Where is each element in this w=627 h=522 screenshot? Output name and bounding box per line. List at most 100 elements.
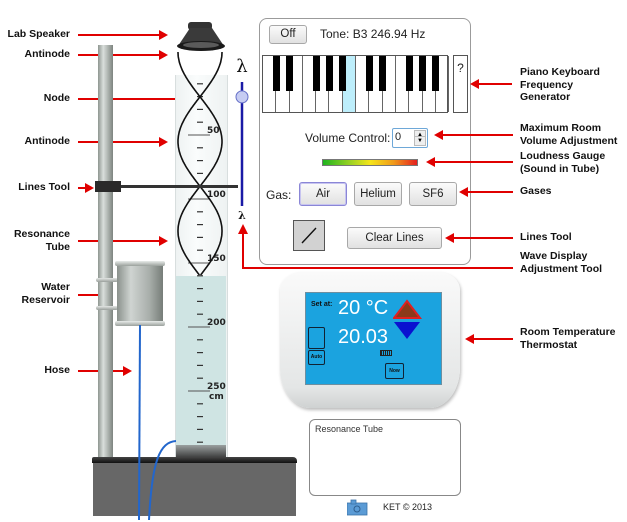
- black-key-D#[interactable]: [286, 56, 294, 91]
- label-line: Piano Keyboard: [520, 66, 600, 78]
- clear-lines-button[interactable]: Clear Lines: [347, 227, 442, 249]
- wave-slider-knob[interactable]: [235, 90, 249, 104]
- white-key-E[interactable]: [290, 56, 303, 112]
- scale-label: 200: [207, 318, 226, 328]
- now-button[interactable]: Now: [385, 363, 404, 379]
- arrow-loudness: [426, 157, 513, 167]
- tone-readout: Tone: B3 246.94 Hz: [320, 27, 426, 41]
- water-reservoir[interactable]: [115, 261, 165, 326]
- temp-up-icon[interactable]: [393, 299, 423, 319]
- label-line: Frequency: [520, 78, 574, 91]
- label-line: Reservoir: [21, 293, 70, 306]
- black-key-G#[interactable]: [326, 56, 333, 91]
- reservoir-clamp: [96, 306, 118, 310]
- label-line: Maximum Room: [520, 122, 602, 134]
- line-tool-icon: [301, 227, 317, 244]
- scale-label: 50: [207, 126, 220, 136]
- copyright: KET © 2013: [383, 502, 432, 512]
- white-key-E[interactable]: [383, 56, 396, 112]
- label-lab-speaker: Lab Speaker: [7, 28, 70, 40]
- black-key-G#[interactable]: [419, 56, 427, 91]
- lambda-bottom-symbol: λ: [238, 209, 246, 222]
- label-line: Loudness Gauge: [520, 150, 606, 162]
- label-lines-tool-left: Lines Tool: [18, 181, 70, 193]
- arrow-piano: [470, 79, 512, 89]
- label-line: Adjustment Tool: [520, 262, 603, 275]
- help-button[interactable]: ?: [453, 55, 468, 113]
- label-lines-tool-right: Lines Tool: [520, 231, 572, 243]
- white-key-B[interactable]: [436, 56, 450, 112]
- label-antinode-mid: Antinode: [24, 135, 71, 147]
- gas-air-button[interactable]: Air: [299, 182, 347, 206]
- mode-auto-button[interactable]: Auto: [308, 350, 325, 365]
- standing-wave-curve: [177, 52, 223, 276]
- black-key-D#[interactable]: [379, 56, 387, 91]
- battery-icon: [380, 350, 392, 356]
- spinner-down-icon[interactable]: ▼: [414, 136, 426, 146]
- drawn-line[interactable]: [120, 185, 238, 188]
- arrow-resonance-tube: [78, 236, 168, 246]
- line-draw-tool-button[interactable]: [293, 220, 325, 251]
- lines-tool-handle[interactable]: [95, 181, 121, 192]
- arrow-lines-tool-right: [445, 233, 513, 243]
- volume-label: Volume Control:: [305, 131, 391, 145]
- current-temperature: 20.03: [338, 326, 389, 348]
- arrow-thermostat: [465, 334, 513, 344]
- black-key-C#[interactable]: [272, 56, 280, 91]
- hose: [138, 324, 141, 521]
- temp-arrows: [393, 299, 423, 339]
- reservoir-clamp: [96, 278, 118, 282]
- set-at-label: Set at:: [311, 301, 333, 308]
- label-antinode-top: Antinode: [24, 48, 71, 60]
- temp-down-icon[interactable]: [394, 322, 420, 339]
- label-line: Room Temperature: [520, 326, 616, 338]
- standing-wave-curve: [177, 52, 223, 276]
- arrow-head: [238, 224, 248, 234]
- black-key-C#[interactable]: [365, 56, 373, 91]
- label-loudness: Loudness Gauge(Sound in Tube): [520, 150, 605, 175]
- label-gases: Gases: [520, 185, 552, 197]
- label-line: Water: [41, 281, 70, 293]
- volume-value: 0: [395, 131, 402, 143]
- piano-keyboard[interactable]: [262, 55, 450, 113]
- black-key-F#[interactable]: [405, 56, 413, 91]
- black-key-A#[interactable]: [432, 56, 440, 91]
- arrow-gases: [459, 187, 513, 197]
- notes-box[interactable]: Resonance Tube: [309, 419, 461, 496]
- arrow-volume: [434, 130, 513, 140]
- arrow-antinode-top: [78, 50, 168, 60]
- label-line: Generator: [520, 91, 571, 103]
- speaker-icon[interactable]: [177, 22, 225, 51]
- label-line: Thermostat: [520, 338, 578, 351]
- notes-title: Resonance Tube: [315, 424, 384, 434]
- gas-helium-button[interactable]: Helium: [354, 182, 402, 206]
- scale-label: 100: [207, 190, 226, 200]
- volume-input[interactable]: 0 ▲ ▼: [392, 128, 428, 148]
- camera-icon[interactable]: [347, 499, 368, 516]
- label-line: Wave Display: [520, 250, 588, 262]
- label-node: Node: [43, 92, 70, 104]
- label-line: Volume Adjustment: [520, 134, 618, 147]
- scale-unit: cm: [209, 392, 224, 402]
- black-key-A#[interactable]: [339, 56, 347, 91]
- label-line: (Sound in Tube): [520, 162, 600, 175]
- apparatus-base: [93, 463, 296, 516]
- tube-water: [176, 275, 226, 458]
- black-key-F#[interactable]: [312, 56, 320, 91]
- stand-pole: [98, 45, 113, 460]
- arrow-antinode-mid: [78, 137, 168, 147]
- mode-indicator: [308, 327, 325, 349]
- tube-bottom: [176, 445, 226, 458]
- label-line: Tube: [45, 240, 70, 253]
- power-off-button[interactable]: Off: [269, 25, 307, 44]
- gas-label: Gas:: [266, 188, 292, 202]
- gas-sf6-button[interactable]: SF6: [409, 182, 457, 206]
- arrow-lines-tool-left: [78, 183, 94, 193]
- arrow-wave-display: [242, 232, 513, 269]
